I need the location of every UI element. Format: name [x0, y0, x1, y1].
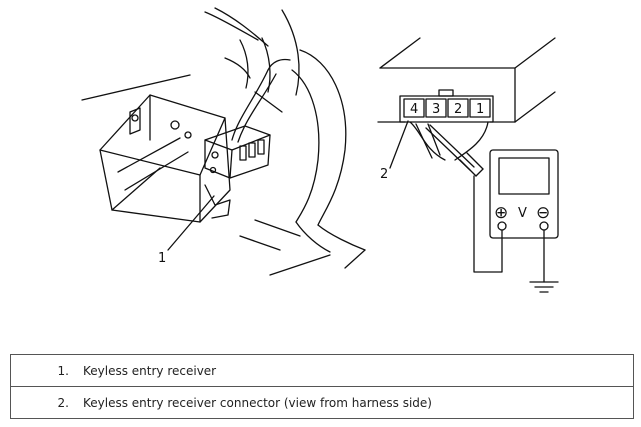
meter-plus-terminal-icon: ⊕: [494, 203, 508, 223]
callout-1-leader: [167, 195, 215, 251]
legend-label: Keyless entry receiver connector (view f…: [77, 386, 634, 419]
legend-row: 2. Keyless entry receiver connector (vie…: [10, 386, 634, 419]
callout-2-leader: [389, 120, 409, 169]
legend-table: 1. Keyless entry receiver 2. Keyless ent…: [10, 354, 634, 419]
connector-pin-1: 1: [476, 102, 484, 117]
callout-label-2: 2: [380, 167, 388, 182]
callout-label-1: 1: [158, 251, 166, 266]
wiring-diagram: 1 2 4 3 2 1 ⊕ V ⊖: [81, 7, 559, 293]
receiver-installation-illustration: [81, 7, 366, 276]
legend-label: Keyless entry receiver: [77, 354, 634, 387]
legend-row: 1. Keyless entry receiver: [10, 354, 634, 387]
voltmeter: [489, 149, 559, 239]
meter-unit-label: V: [518, 206, 527, 221]
meter-minus-terminal-icon: ⊖: [536, 203, 550, 223]
connector-pin-3: 3: [432, 102, 440, 117]
connector-measurement-illustration: [377, 37, 559, 293]
legend-number: 2.: [10, 386, 77, 419]
connector-pin-2: 2: [454, 102, 462, 117]
legend-number: 1.: [10, 354, 77, 387]
connector-pin-4: 4: [410, 102, 418, 117]
